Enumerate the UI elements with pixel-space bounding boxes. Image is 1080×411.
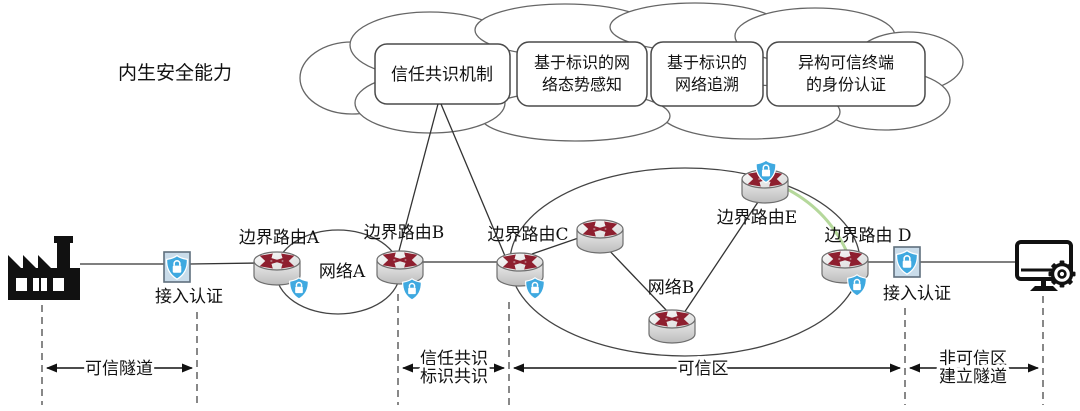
- router-e-label: 边界路由E: [717, 208, 797, 228]
- factory-icon: [8, 236, 80, 300]
- access-auth-box-right: [893, 246, 921, 278]
- cloud-box-4-label-line2: 的身份认证: [806, 75, 886, 94]
- gear-icon: [1048, 260, 1076, 288]
- cloud-link-to-router-c: [440, 103, 506, 257]
- link-auth-router-a: [189, 262, 259, 265]
- router-c-label: 边界路由C: [487, 225, 568, 245]
- cloud-link-to-router-b: [398, 103, 439, 252]
- link-core-network-b: [603, 244, 669, 313]
- cloud-box-traceability: [650, 41, 764, 107]
- secure-link-router-e-d: [782, 185, 848, 251]
- trust-consensus-label: 信任共识: [420, 349, 488, 369]
- access-auth-box-left: [163, 251, 191, 283]
- core-router-icon: [577, 220, 623, 253]
- terminal-icon: [1015, 240, 1076, 291]
- cloud-box-3-label-line1: 基于标识的: [667, 53, 747, 72]
- zone-annotations: 可信隧道 信任共识 标识共识 可信区 非可信区 建立隧道: [45, 346, 1040, 391]
- untrusted-zone-label: 非可信区: [939, 349, 1007, 369]
- router-b-label: 边界路由B: [364, 223, 445, 243]
- trusted-zone-label: 可信区: [678, 359, 729, 379]
- cloud-box-1-label: 信任共识机制: [391, 65, 493, 85]
- cloud-box-situation-awareness: [516, 41, 648, 107]
- identity-consensus-label: 标识共识: [420, 367, 488, 387]
- router-b-lock-icon: [401, 278, 423, 301]
- node-labels: 内生安全能力 边界路由A 边界路由B 边界路由C 边界路由E 边界路由 D 网络…: [118, 62, 951, 307]
- router-d-label: 边界路由 D: [824, 226, 911, 246]
- cloud-box-identity-auth: [766, 41, 926, 107]
- cloud-box-trust-consensus: [374, 43, 511, 105]
- router-a-label: 边界路由A: [239, 228, 320, 248]
- router-b-icon: [377, 251, 423, 284]
- zone-boundaries: [41, 294, 1044, 405]
- access-auth-left-label: 接入认证: [155, 287, 223, 307]
- access-auth-right-label: 接入认证: [883, 284, 951, 304]
- cloud-box-3-label-line2: 网络追溯: [675, 75, 739, 94]
- cloud-box-4-label-line1: 异构可信终端: [798, 53, 894, 72]
- cloud-capability-boxes: 信任共识机制 基于标识的网 络态势感知 基于标识的 网络追溯 异构可信终端 的身…: [374, 41, 926, 107]
- link-network-b-router-e: [683, 195, 763, 314]
- establish-tunnel-label: 建立隧道: [939, 367, 1007, 387]
- network-b-label: 网络B: [648, 278, 695, 298]
- cloud-box-2-label-line2: 络态势感知: [542, 75, 622, 94]
- cloud-box-2-label-line1: 基于标识的网: [534, 53, 630, 72]
- network-a-label: 网络A: [319, 262, 366, 282]
- trusted-tunnel-label: 可信隧道: [85, 359, 153, 379]
- capability-label: 内生安全能力: [118, 62, 232, 84]
- network-b-router-icon: [649, 310, 695, 343]
